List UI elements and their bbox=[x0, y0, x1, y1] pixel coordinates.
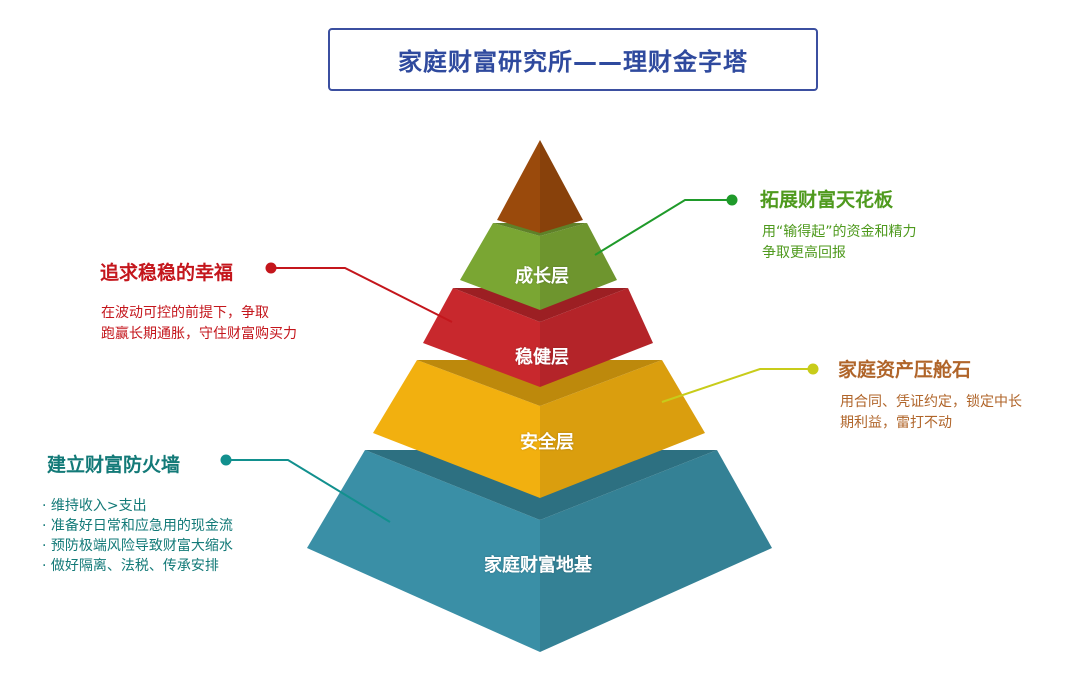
callout-safety-desc: 用合同、凭证约定，锁定中长 期利益，雷打不动 bbox=[840, 392, 1022, 434]
callout-safety-heading: 家庭资产压舱石 bbox=[838, 359, 972, 381]
tier-growth-right-face bbox=[540, 223, 617, 310]
tier-apex-right-face bbox=[540, 140, 583, 233]
tier-label-safety: 安全层 bbox=[520, 432, 574, 453]
page-title: 家庭财富研究所——理财金字塔 bbox=[398, 48, 748, 76]
desc-line: · 准备好日常和应急用的现金流 bbox=[42, 518, 233, 534]
desc-line: 跑赢长期通胀，守住财富购买力 bbox=[101, 326, 297, 342]
steady-connector-dot bbox=[265, 262, 277, 274]
callout-foundation-desc: · 维持收入>支出 · 准备好日常和应急用的现金流 · 预防极端风险导致财富大缩… bbox=[42, 496, 233, 576]
tier-label-steady: 稳健层 bbox=[515, 347, 569, 368]
desc-line: 期利益，雷打不动 bbox=[840, 415, 952, 431]
tier-label-foundation: 家庭财富地基 bbox=[484, 555, 592, 576]
foundation-connector-dot bbox=[220, 454, 232, 466]
tier-steady-right-face bbox=[540, 288, 653, 387]
tier-foundation-right-face bbox=[540, 450, 772, 652]
tier-growth-left-face bbox=[460, 223, 540, 310]
growth-connector-line bbox=[594, 199, 732, 256]
desc-line: 在波动可控的前提下，争取 bbox=[101, 305, 269, 321]
safety-connector-line bbox=[661, 368, 813, 403]
callout-steady-desc: 在波动可控的前提下，争取 跑赢长期通胀，守住财富购买力 bbox=[101, 303, 297, 345]
tier-foundation-left-face bbox=[307, 450, 540, 652]
callout-growth-heading: 拓展财富天花板 bbox=[760, 189, 894, 211]
steady-connector-line bbox=[271, 267, 453, 323]
safety-connector-dot bbox=[807, 363, 819, 375]
title-box: 家庭财富研究所——理财金字塔 bbox=[328, 28, 818, 91]
desc-line: · 做好隔离、法税、传承安排 bbox=[42, 558, 219, 574]
growth-connector-dot bbox=[726, 194, 738, 206]
callout-foundation-heading: 建立财富防火墙 bbox=[47, 454, 181, 476]
desc-line: 用“输得起”的资金和精力 bbox=[762, 224, 917, 240]
desc-line: · 维持收入>支出 bbox=[42, 498, 147, 514]
tier-apex-left-face bbox=[497, 140, 540, 233]
desc-line: · 预防极端风险导致财富大缩水 bbox=[42, 538, 233, 554]
desc-line: 用合同、凭证约定，锁定中长 bbox=[840, 394, 1022, 410]
callout-growth-desc: 用“输得起”的资金和精力 争取更高回报 bbox=[762, 222, 917, 264]
callout-steady-heading: 追求稳稳的幸福 bbox=[100, 262, 234, 284]
tier-steady-left-face bbox=[423, 288, 540, 387]
desc-line: 争取更高回报 bbox=[762, 245, 846, 261]
tier-safety-right-face bbox=[540, 360, 705, 498]
tier-safety-left-face bbox=[373, 360, 540, 498]
foundation-connector-line bbox=[226, 459, 391, 523]
tier-label-growth: 成长层 bbox=[515, 266, 569, 287]
